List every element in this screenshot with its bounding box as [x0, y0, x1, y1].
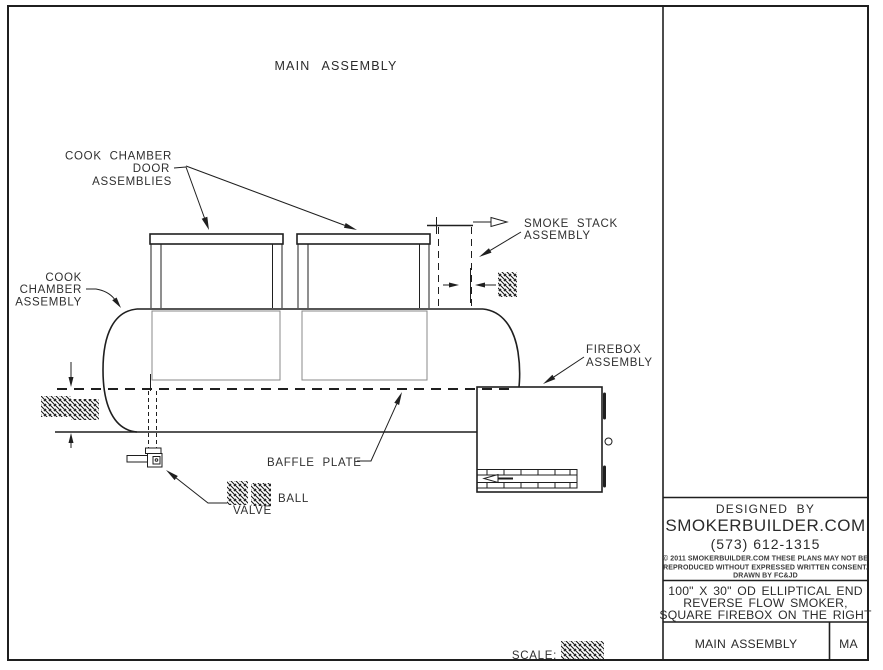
valve-stem — [154, 458, 159, 462]
designed-by-text: DESIGNED BY — [716, 502, 815, 516]
dim-arrow-down-icon — [68, 377, 74, 387]
damper-outline — [476, 469, 578, 489]
label-cook-chamber-door-2: DOOR — [133, 163, 170, 175]
redacted-dimension-hatch — [498, 272, 517, 297]
redacted-dimension-hatch — [71, 399, 99, 420]
firebox-handle — [604, 437, 613, 446]
label-smoke-stack-2: ASSEMBLY — [524, 230, 591, 242]
leader-door2 — [185, 165, 345, 226]
stack-damper-arrow-icon — [490, 216, 509, 228]
label-firebox-1: FIREBOX — [586, 344, 641, 356]
cook-chamber-doors — [149, 233, 431, 308]
leader-lines — [86, 165, 585, 504]
drawn-by-line: DRAWN BY FC&JD — [733, 573, 798, 580]
leader-door2-arrow-icon — [343, 223, 357, 230]
leader-door1-arrow-icon — [201, 216, 209, 230]
valve-flange — [145, 447, 162, 454]
leader-valve-arrow-icon — [166, 470, 178, 481]
door-opening-left — [151, 310, 281, 381]
stack-dimension — [443, 268, 517, 303]
chamber-left-ellipse-end — [102, 308, 138, 433]
leader-stack — [489, 231, 522, 251]
sheet-border — [7, 5, 869, 661]
leader-chamber — [86, 288, 115, 300]
valve-body-detail — [152, 456, 161, 465]
scale-label: SCALE: — [512, 650, 557, 662]
leader-chamber-arrow-icon — [112, 297, 121, 308]
leader-firebox-arrow-icon — [543, 374, 556, 384]
leader-stack-arrow-icon — [479, 248, 492, 257]
redacted-valve-size-hatch — [227, 481, 248, 505]
chamber-right-ellipse-end — [482, 308, 521, 388]
leader-valve — [175, 477, 227, 504]
label-smoke-stack-1: SMOKE STACK — [524, 218, 618, 230]
dim-arrow-right-icon — [449, 282, 459, 288]
label-firebox-2: ASSEMBLY — [586, 357, 653, 369]
redacted-dimension-hatch — [41, 396, 71, 417]
label-cook-chamber-door-3: ASSEMBLIES — [92, 176, 172, 188]
door1-lid — [149, 233, 284, 245]
label-cook-chamber-2: CHAMBER — [20, 284, 82, 296]
ball-valve — [126, 374, 163, 468]
label-cook-chamber-1: COOK — [45, 272, 82, 284]
damper-ticks — [486, 469, 571, 488]
drawing-labels: COOK CHAMBER DOOR ASSEMBLIES COOK CHAMBE… — [15, 151, 653, 518]
drawing-desc-2: REVERSE FLOW SMOKER, — [683, 596, 847, 610]
sheet-frame — [7, 5, 869, 661]
damper-arrow-icon — [482, 473, 499, 484]
copyright-line-1: © 2011 SMOKERBUILDER.COM THESE PLANS MAY… — [663, 555, 868, 563]
door2-frame — [297, 244, 430, 308]
leader-firebox — [553, 356, 585, 378]
sheet-name: MAIN ASSEMBLY — [695, 637, 798, 651]
dim-arrow-up-icon — [68, 433, 74, 443]
leader-baffle — [357, 403, 398, 462]
firebox-outline — [476, 386, 603, 493]
air-intake-damper — [476, 469, 578, 489]
left-dimension — [41, 362, 99, 448]
label-cook-chamber-3: ASSEMBLY — [15, 297, 82, 309]
copyright-line-2: REPRODUCED WITHOUT EXPRESSED WRITTEN CON… — [663, 565, 868, 572]
redacted-scale-hatch — [561, 641, 604, 661]
door2-lid — [296, 233, 431, 245]
company-name: SMOKERBUILDER.COM — [665, 516, 865, 535]
dim-arrow-left-icon — [475, 282, 485, 288]
drawing-desc-1: 100" X 30" OD ELLIPTICAL END — [668, 584, 863, 598]
scale-note: SCALE: — [512, 641, 604, 662]
redacted-valve-size-hatch — [251, 483, 271, 506]
label-baffle-plate: BAFFLE PLATE — [267, 457, 362, 469]
label-ball-valve-2: VALVE — [233, 505, 272, 517]
valve-handle — [126, 455, 148, 463]
label-ball-valve-1: BALL — [278, 493, 309, 505]
cook-chamber-body — [55, 308, 521, 433]
phone-number: (573) 612-1315 — [711, 536, 821, 552]
leader-door-dash — [173, 166, 187, 169]
leader-baffle-arrow-icon — [394, 392, 402, 405]
smoke-stack — [427, 216, 509, 308]
drawing-desc-3: SQUARE FIREBOX ON THE RIGHT — [659, 608, 872, 622]
title-block: DESIGNED BY SMOKERBUILDER.COM (573) 612-… — [659, 496, 872, 660]
drawing-title: MAIN ASSEMBLY — [274, 59, 397, 73]
firebox — [476, 386, 613, 493]
sheet-code: MA — [839, 637, 858, 651]
door-opening-right — [301, 310, 428, 381]
leader-door1 — [185, 166, 205, 219]
label-cook-chamber-door-1: COOK CHAMBER — [65, 151, 172, 163]
door1-frame — [150, 244, 283, 308]
